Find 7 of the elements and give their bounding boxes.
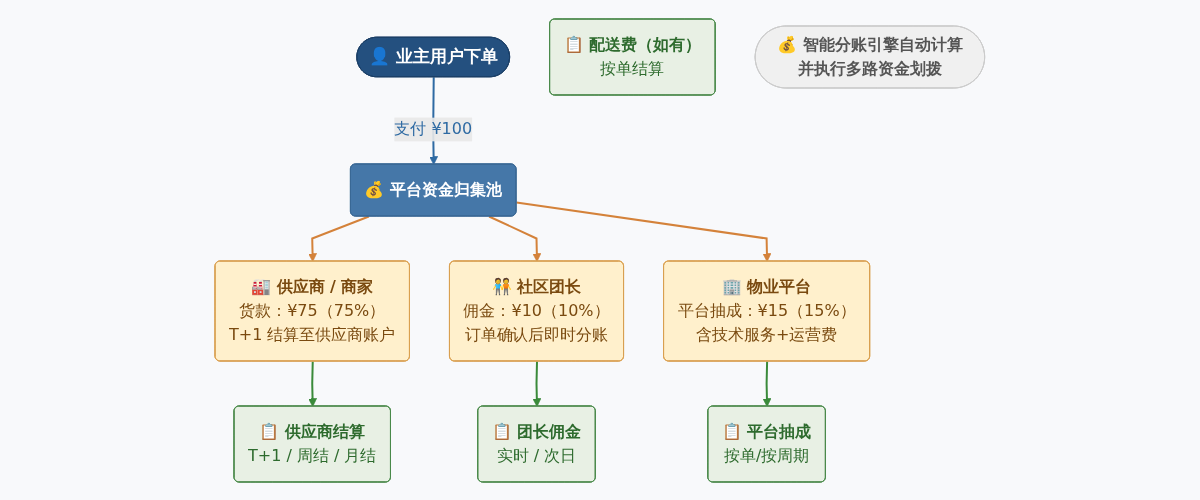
arrow [308, 215, 371, 262]
edge-label: 支付 ¥100 [394, 119, 473, 138]
arrow [488, 215, 542, 262]
arrow [308, 360, 318, 407]
arrow [515, 201, 772, 262]
arrow [762, 360, 772, 407]
arrow [532, 360, 542, 407]
